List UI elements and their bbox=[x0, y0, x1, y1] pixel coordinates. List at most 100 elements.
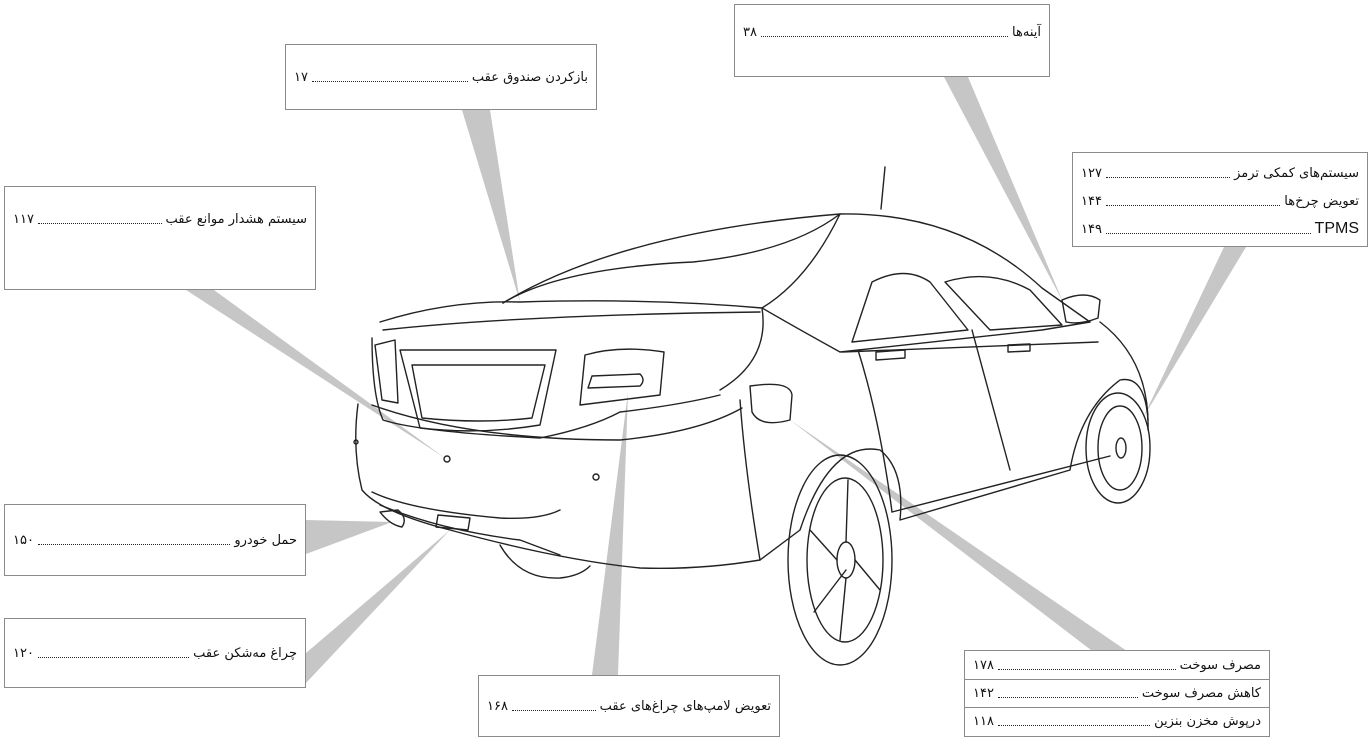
trunk-page: ۱۷ bbox=[294, 69, 308, 85]
license-recess bbox=[399, 349, 557, 432]
leader-mirrors bbox=[944, 77, 1063, 302]
tail-lamp-left bbox=[374, 339, 399, 404]
rear-lamps-label: تعویض لامپ‌های چراغ‌های عقب bbox=[599, 698, 771, 714]
callout-trunk: بازکردن صندوق عقب ۱۷ bbox=[285, 44, 597, 110]
rear-panel bbox=[371, 337, 721, 439]
dot-leader bbox=[1105, 176, 1231, 178]
wheels-page-0: ۱۲۷ bbox=[1081, 165, 1102, 181]
door-line-rear bbox=[857, 349, 893, 513]
callout-towing: حمل خودرو ۱۵۰ bbox=[4, 504, 306, 576]
fuel-page-2: ۱۱۸ bbox=[973, 714, 994, 729]
fuel-row-1: کاهش مصرف سوخت ۱۴۲ bbox=[965, 679, 1269, 707]
trunk-label: بازکردن صندوق عقب bbox=[471, 69, 588, 85]
front-wheel-hub bbox=[1115, 437, 1127, 459]
parking-sensor-corner bbox=[353, 439, 359, 445]
fuel-page-0: ۱۷۸ bbox=[973, 657, 994, 673]
callout-mirrors: آینه‌ها ۳۸ bbox=[734, 4, 1050, 77]
callout-wheels: سیستم‌های کمکی ترمز ۱۲۷ تعویض چرخ‌ها ۱۴۴… bbox=[1072, 152, 1368, 247]
front-wheel-rim bbox=[1097, 405, 1143, 491]
fog-lamp-page: ۱۲۰ bbox=[13, 645, 34, 661]
dot-leader bbox=[37, 543, 231, 545]
wheels-label-0: سیستم‌های کمکی ترمز bbox=[1234, 165, 1359, 181]
leader-towing bbox=[306, 520, 392, 554]
leader-trunk bbox=[462, 110, 520, 302]
callout-parking-sensor: سیستم هشدار موانع عقب ۱۱۷ bbox=[4, 186, 316, 290]
tail-lamp-right bbox=[579, 348, 665, 406]
beltline bbox=[841, 341, 1099, 353]
parking-sensor-left bbox=[443, 455, 451, 463]
bumper-top bbox=[371, 404, 743, 441]
dot-leader bbox=[997, 668, 1176, 670]
callout-rear-lamps: تعویض لامپ‌های چراغ‌های عقب ۱۶۸ bbox=[478, 675, 780, 737]
mirrors-page: ۳۸ bbox=[743, 25, 757, 40]
fog-lamp bbox=[435, 514, 471, 531]
dot-leader bbox=[1105, 204, 1281, 206]
door-line bbox=[971, 329, 1011, 471]
wheels-row-2: TPMS ۱۴۹ bbox=[1073, 215, 1367, 243]
quarter-panel bbox=[761, 307, 1091, 353]
wheels-row-0: سیستم‌های کمکی ترمز ۱۲۷ bbox=[1073, 159, 1367, 187]
dot-leader bbox=[511, 709, 596, 711]
front-door-handle bbox=[1007, 343, 1031, 353]
front-fender bbox=[1099, 321, 1149, 431]
diffuser-lower bbox=[379, 504, 561, 556]
trunk-lid bbox=[379, 300, 764, 391]
parking-sensor-page: ۱۱۷ bbox=[13, 211, 34, 227]
exhaust bbox=[379, 509, 405, 528]
fuel-label-2: درپوش مخزن بنزین bbox=[1154, 714, 1261, 729]
rear-wheel-spokes bbox=[809, 479, 881, 641]
wheels-page-2: ۱۴۹ bbox=[1081, 221, 1102, 237]
dot-leader bbox=[760, 36, 1009, 37]
fuel-door bbox=[749, 383, 793, 424]
fuel-label-0: مصرف سوخت bbox=[1179, 657, 1261, 673]
wheels-page-1: ۱۴۴ bbox=[1081, 193, 1102, 209]
wheels-row-1: تعویض چرخ‌ها ۱۴۴ bbox=[1073, 187, 1367, 215]
dot-leader bbox=[37, 222, 162, 224]
rear-door-handle bbox=[875, 349, 906, 361]
trunk-seam bbox=[382, 311, 761, 331]
under-tray bbox=[499, 544, 591, 579]
tail-lamp-inner bbox=[587, 373, 644, 389]
parking-sensor-label: سیستم هشدار موانع عقب bbox=[165, 211, 307, 227]
towing-page: ۱۵۰ bbox=[13, 532, 34, 548]
parking-sensor-right bbox=[592, 473, 600, 481]
side-mirror bbox=[1061, 294, 1101, 324]
dot-leader bbox=[311, 80, 468, 82]
rocker bbox=[891, 455, 1111, 513]
rear-wheel-tire bbox=[787, 454, 893, 666]
callout-fog-lamp: چراغ مه‌شکن عقب ۱۲۰ bbox=[4, 618, 306, 688]
roof-line bbox=[502, 213, 1091, 323]
rear-wheel-hub bbox=[836, 541, 856, 579]
fuel-label-1: کاهش مصرف سوخت bbox=[1141, 686, 1261, 701]
leader-parking-sensor bbox=[186, 290, 445, 458]
rear-wheel-rim bbox=[806, 477, 884, 643]
leader-rear-lamps bbox=[592, 392, 628, 675]
antenna bbox=[880, 166, 886, 210]
window-front-side bbox=[944, 275, 1063, 331]
rear-glass bbox=[502, 213, 841, 309]
wheels-label-1: تعویض چرخ‌ها bbox=[1284, 193, 1359, 209]
window-rear-side bbox=[851, 272, 969, 343]
fuel-row-2: درپوش مخزن بنزین ۱۱۸ bbox=[965, 707, 1269, 735]
fog-lamp-label: چراغ مه‌شکن عقب bbox=[193, 645, 297, 661]
leader-fog-lamp bbox=[306, 530, 450, 683]
dot-leader bbox=[37, 656, 190, 658]
front-wheel-tire bbox=[1085, 392, 1151, 504]
license-frame bbox=[411, 364, 546, 422]
diffuser bbox=[371, 491, 561, 520]
leader-fuel bbox=[790, 420, 1140, 660]
wheels-label-2: TPMS bbox=[1314, 220, 1359, 237]
mirrors-label: آینه‌ها bbox=[1012, 25, 1041, 40]
car-illustration bbox=[353, 166, 1151, 666]
dot-leader bbox=[997, 725, 1151, 726]
fuel-row-0: مصرف سوخت ۱۷۸ bbox=[965, 651, 1269, 679]
dot-leader bbox=[1105, 232, 1311, 234]
fuel-page-1: ۱۴۲ bbox=[973, 686, 994, 701]
callout-fuel: مصرف سوخت ۱۷۸ کاهش مصرف سوخت ۱۴۲ درپوش م… bbox=[964, 650, 1270, 737]
leader-wheels bbox=[1143, 247, 1246, 418]
bumper bbox=[355, 403, 761, 570]
rear-lamps-page: ۱۶۸ bbox=[487, 698, 508, 714]
towing-label: حمل خودرو bbox=[234, 532, 297, 548]
dot-leader bbox=[997, 697, 1138, 698]
